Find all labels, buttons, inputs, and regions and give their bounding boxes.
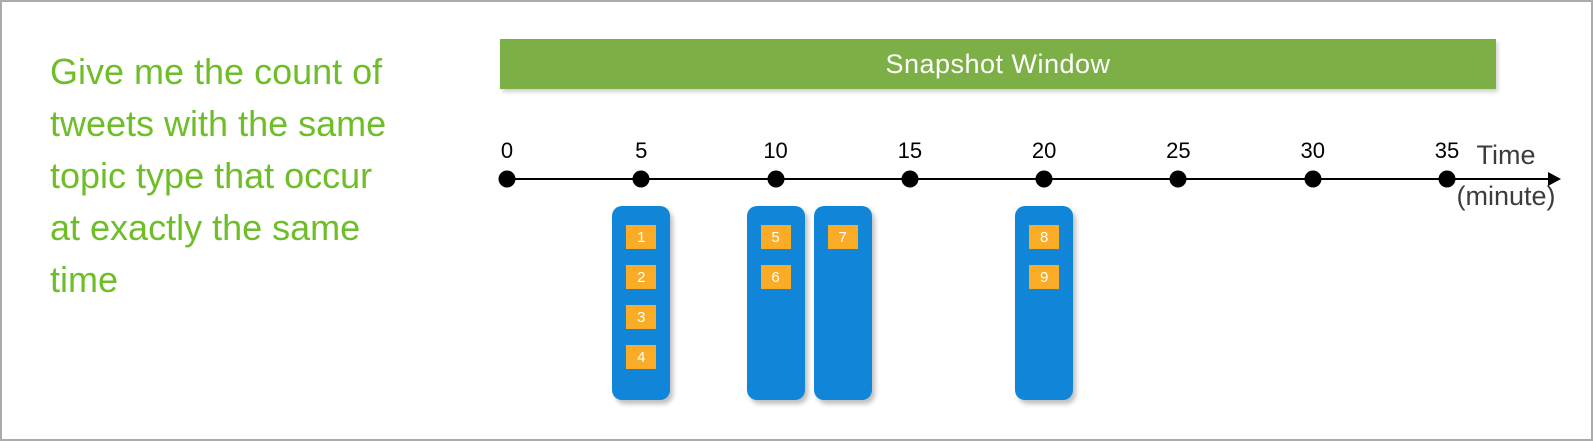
prompt-line: time — [50, 259, 119, 300]
axis-label-time: Time — [1476, 140, 1536, 170]
snapshot-window-label: Snapshot Window — [885, 48, 1111, 79]
prompt-line: tweets with the same — [50, 103, 387, 144]
tick-dot — [1438, 170, 1456, 188]
tweet-event-group: 1 2 3 4 — [612, 206, 671, 400]
tick-label: 20 — [1031, 138, 1057, 163]
tweet-chip: 7 — [827, 225, 858, 249]
prompt-line: Give me the count of — [50, 51, 383, 92]
axis-label-minute: (minute) — [1456, 181, 1556, 211]
tick-dot — [632, 170, 650, 188]
prompt-text: Give me the count of tweets with the same… — [50, 46, 386, 306]
tick-label: 0 — [500, 138, 514, 163]
tick-dot — [1304, 170, 1322, 188]
timeline-axis-line — [507, 178, 1550, 180]
tick-label: 5 — [635, 138, 648, 163]
prompt-line: topic type that occur — [50, 155, 373, 196]
tick-label: 25 — [1166, 138, 1191, 163]
tick-dot — [901, 170, 919, 188]
timeline-arrow-icon — [1548, 172, 1561, 186]
prompt-line: at exactly the same — [50, 207, 361, 248]
tweet-chip: 5 — [760, 225, 791, 249]
tweet-chip: 6 — [760, 265, 791, 289]
tweet-event-group: 7 — [813, 206, 872, 400]
tweet-chip: 1 — [626, 225, 657, 249]
tick-label: 35 — [1434, 138, 1460, 163]
tick-label: 15 — [897, 138, 923, 163]
tick-label: 10 — [763, 138, 788, 163]
tweet-chip: 2 — [626, 265, 657, 289]
tweet-chip: 9 — [1029, 265, 1060, 289]
tick-dot — [767, 170, 785, 188]
tweet-chip: 8 — [1029, 225, 1060, 249]
tick-dot — [1169, 170, 1187, 188]
tick-dot — [1035, 170, 1053, 188]
tweet-chip: 3 — [626, 305, 657, 329]
tweet-chip: 4 — [626, 345, 657, 369]
snapshot-window-bar: Snapshot Window — [500, 39, 1496, 89]
tick-label: 30 — [1300, 138, 1325, 163]
tick-dot — [498, 170, 516, 188]
